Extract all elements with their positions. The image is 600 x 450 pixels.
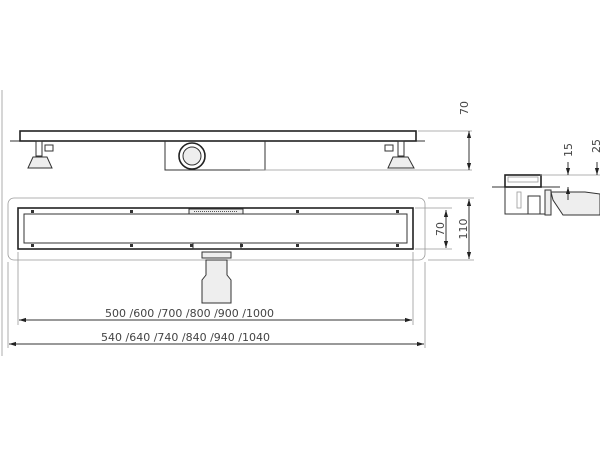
cross-section-view: 15 25 [492,139,600,216]
outer-width-label: 110 [457,219,470,240]
left-foot-icon [27,140,54,169]
section-dim-15: 15 [562,143,575,157]
inner-length-label: 500 /600 /700 /800 /900 /1000 [105,307,274,320]
outlet-siphon-icon [201,251,232,304]
plan-view: 70 110 500 /600 /700 /800 /900 /1000 540… [7,197,474,348]
outer-length-label: 540 /640 /740 /840 /940 /1040 [101,331,270,344]
right-foot-icon [384,140,415,169]
height-dimension-label: 70 [458,101,471,115]
outlet-pipe-icon [178,142,206,170]
section-dim-25: 25 [590,139,600,153]
inner-width-label: 70 [434,222,447,236]
side-view: 70 [10,101,472,171]
